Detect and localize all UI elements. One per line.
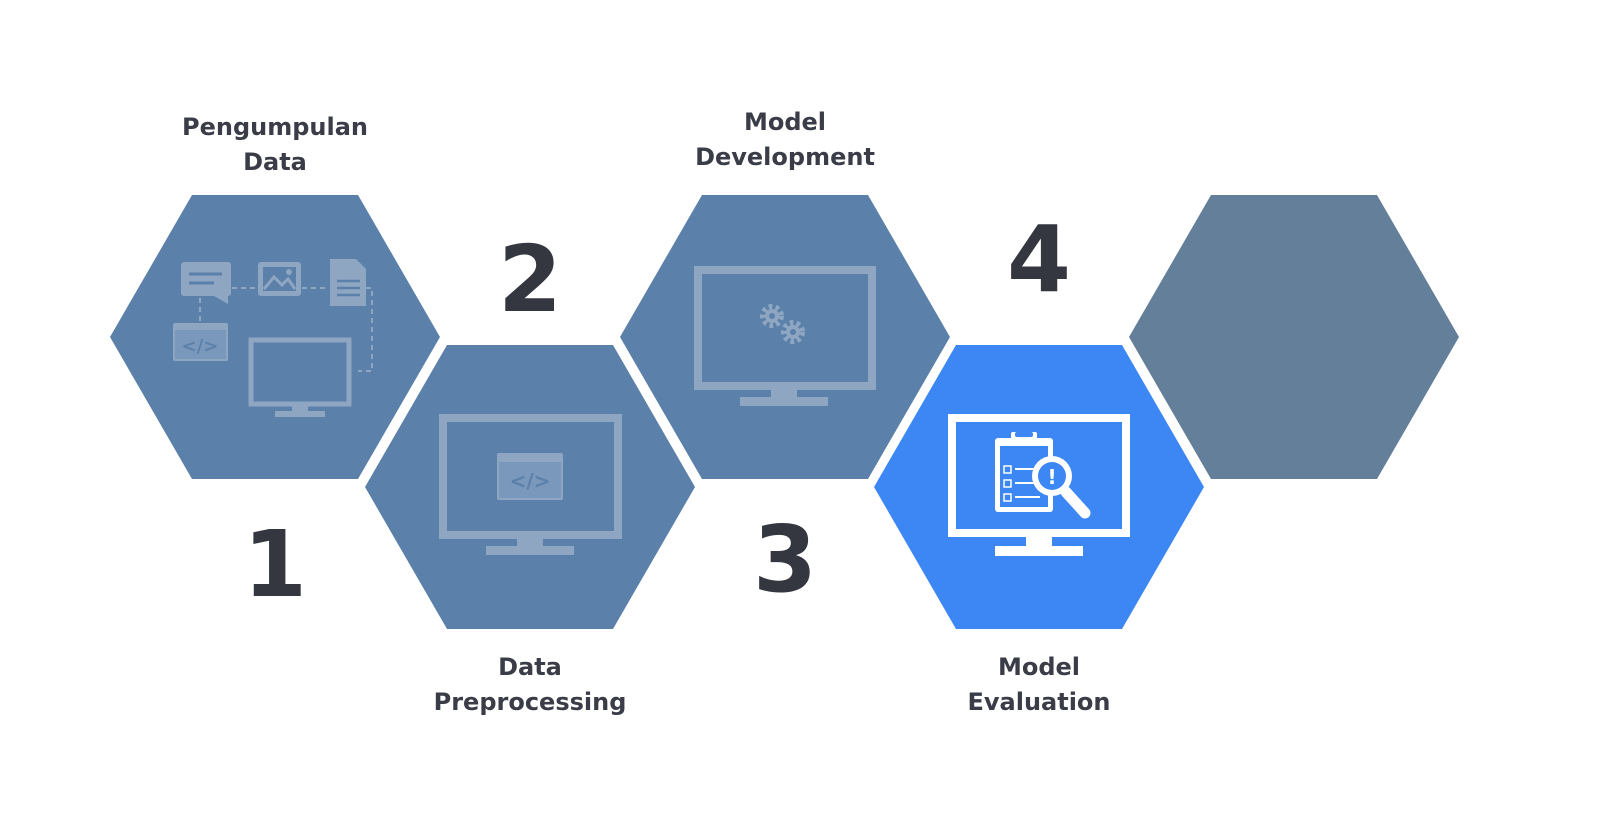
step-4-label: Model Evaluation	[967, 653, 1111, 716]
blank-hexagon	[1129, 195, 1459, 479]
step-2-number: 2	[497, 226, 562, 333]
step-1-number: 1	[242, 511, 307, 618]
gear-icon	[781, 320, 805, 344]
code-monitor-icon: </>	[439, 414, 622, 555]
step-1-label: Pengumpulan Data	[182, 113, 368, 176]
step-3-label: Model Development	[695, 108, 875, 171]
gears-monitor-icon	[694, 266, 876, 406]
evaluation-monitor-icon: !	[948, 414, 1130, 556]
svg-text:!: !	[1047, 465, 1056, 489]
magnifier-icon: !	[1032, 456, 1091, 519]
step-4-hexagon: !	[874, 345, 1204, 629]
step-2-hexagon: </>	[365, 345, 695, 629]
step-4-number: 4	[1006, 206, 1071, 313]
step-1-hexagon: </>	[110, 195, 440, 479]
svg-text:</>: </>	[510, 469, 551, 493]
step-3-hexagon	[620, 195, 950, 479]
step-2-label: Data Preprocessing	[433, 653, 627, 716]
gear-icon	[760, 304, 784, 328]
step-3-number: 3	[752, 506, 817, 613]
data-collection-icon: </>	[173, 259, 373, 417]
svg-text:</>: </>	[182, 336, 219, 357]
